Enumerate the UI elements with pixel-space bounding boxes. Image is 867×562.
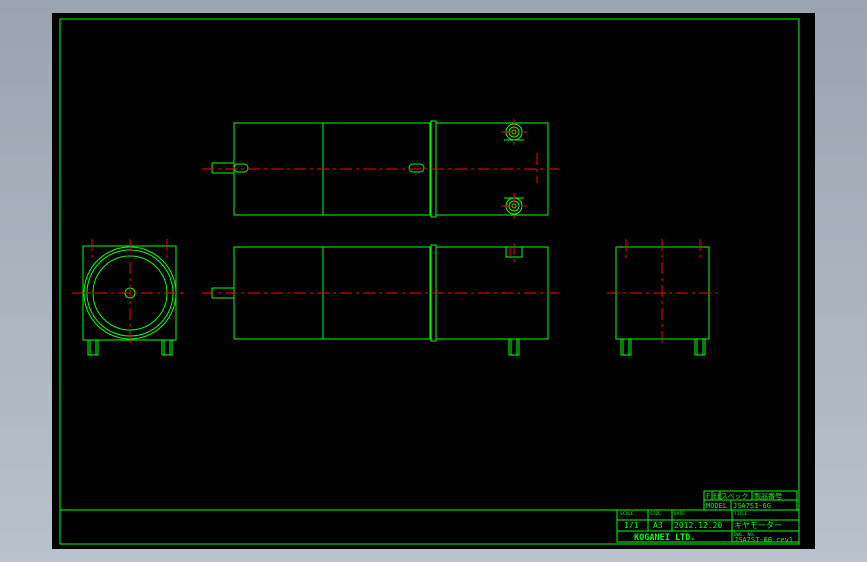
- dwg-label: DWG. NO.: [734, 532, 756, 538]
- drawing-border: [59, 18, 800, 545]
- title-block-rev: F: [706, 493, 710, 501]
- title-block-ee: EE: [713, 493, 721, 501]
- scale-value: 1/1: [624, 521, 639, 530]
- title-block: F EE スペック 製品番号 MODEL JSA7SI-6G SCALE SIZ…: [616, 490, 800, 544]
- title-label: TITLE: [734, 511, 748, 517]
- front-view: [202, 243, 562, 356]
- side-view-left: [72, 239, 187, 356]
- motor-body: [233, 122, 431, 216]
- cad-drawing: F EE スペック 製品番号 MODEL JSA7SI-6G SCALE SIZ…: [59, 18, 800, 545]
- company-name: KOGANEI LTD.: [634, 533, 695, 543]
- model-label: MODEL: [706, 502, 727, 510]
- size-value: A3: [653, 521, 663, 530]
- side-view-right: [607, 239, 718, 356]
- title-block-part: 製品番号: [754, 492, 782, 501]
- title-value: ギヤモーター: [734, 521, 782, 530]
- title-block-spec: スペック: [721, 493, 749, 501]
- size-label: SIZE: [650, 511, 661, 517]
- drawing-number: JSA7SI-6G_rev1: [734, 536, 793, 544]
- model-value: JSA7SI-6G: [733, 502, 771, 510]
- date-value: 2012.12.20: [674, 521, 722, 530]
- top-view: [202, 119, 562, 219]
- date-label: DATE: [674, 511, 685, 517]
- motor-body: [233, 246, 431, 340]
- drawing-sheet: F EE スペック 製品番号 MODEL JSA7SI-6G SCALE SIZ…: [52, 13, 815, 549]
- scale-label: SCALE: [620, 511, 634, 517]
